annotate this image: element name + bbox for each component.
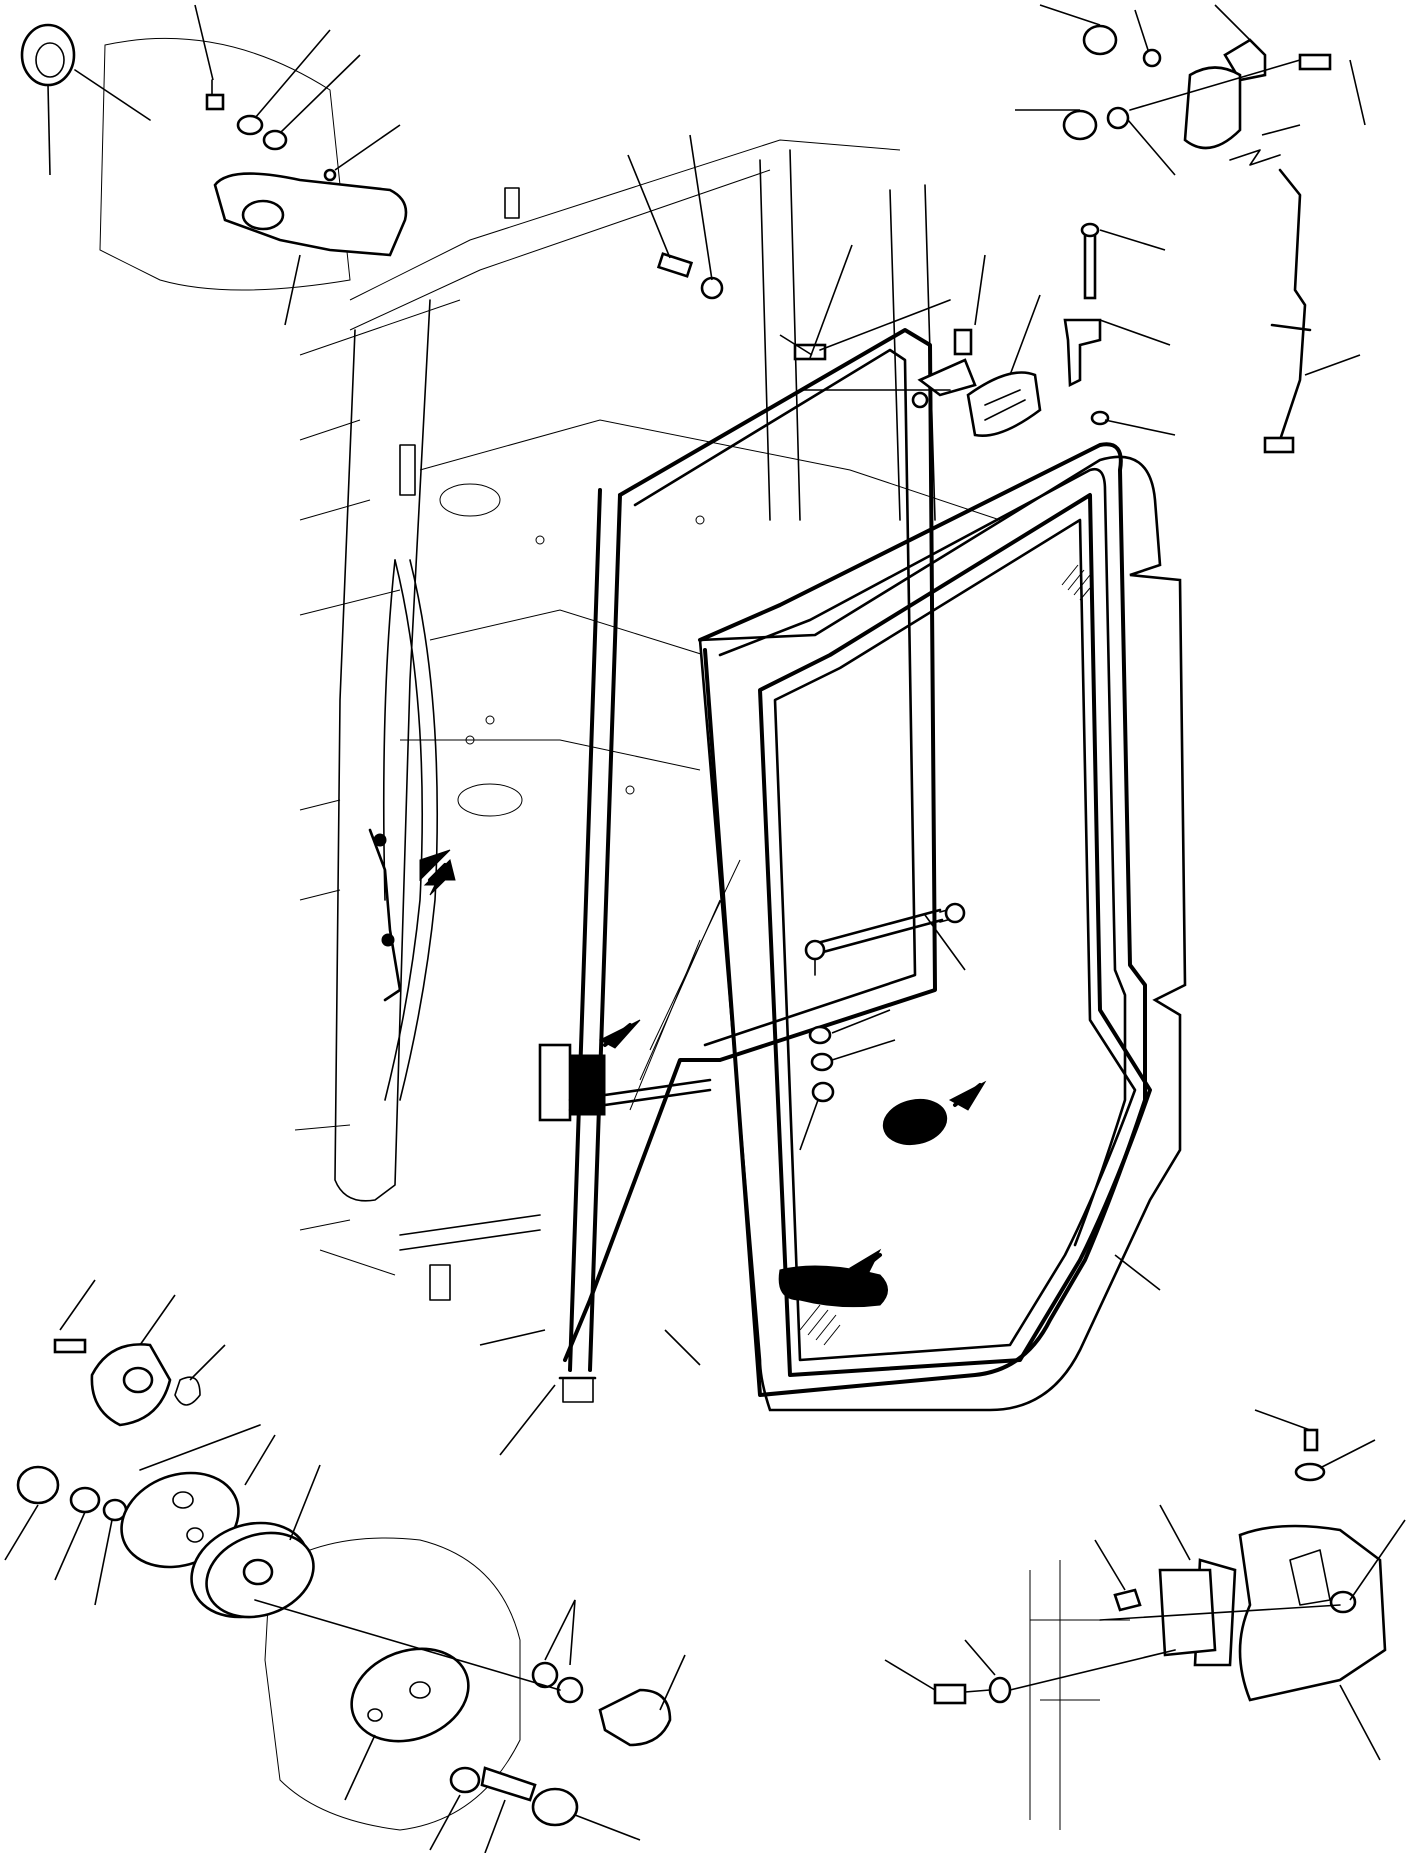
arrow-indicators: [419, 849, 987, 1279]
inner-handle-assembly: [20, 4, 408, 326]
cab-frame: [294, 139, 1001, 1301]
latch-rod-assembly: [1015, 4, 1366, 454]
door-panel: [698, 442, 1187, 1412]
door-catch-assembly: [884, 1409, 1406, 1830]
lock-cylinder-assembly: [4, 1279, 686, 1853]
top-fasteners: [627, 134, 853, 359]
side-glass-frame: [538, 328, 937, 1403]
gas-strut: [799, 902, 966, 1151]
upper-hinge-bracket: [779, 222, 1176, 437]
frame-foot-leaders: [479, 1254, 1161, 1456]
